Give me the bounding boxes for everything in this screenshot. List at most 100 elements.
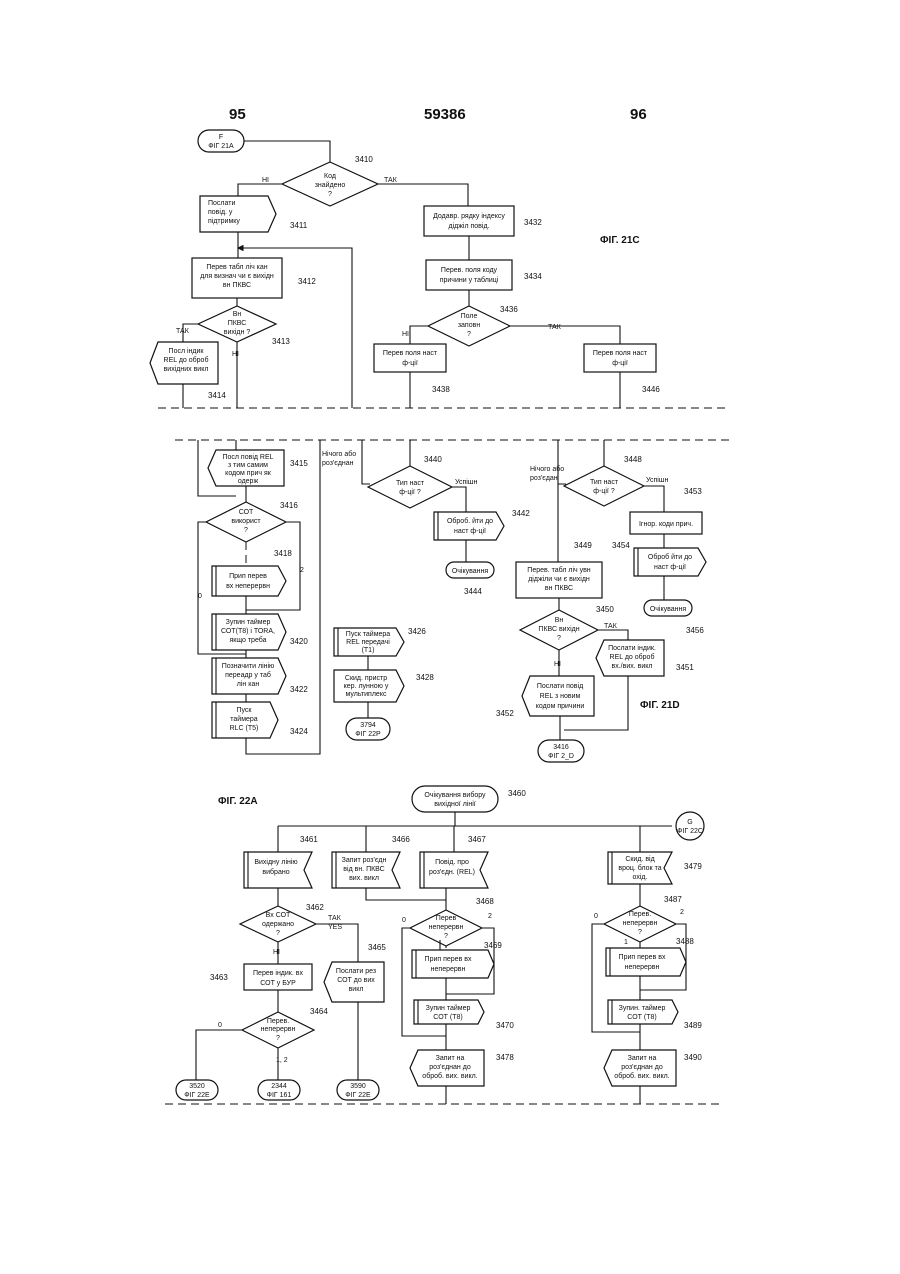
ref-number: 3489 xyxy=(684,1021,702,1030)
ref-number: 3478 xyxy=(496,1053,514,1062)
connector-label: 3590 xyxy=(350,1083,366,1090)
ref-number: 3462 xyxy=(306,903,324,912)
figure-label-21d: ФІГ. 21D xyxy=(640,700,680,711)
process-3454 xyxy=(634,548,706,576)
decision-text: Код xyxy=(324,173,336,180)
process-text: ф-ції xyxy=(612,359,628,367)
ref-number: 3488 xyxy=(676,937,694,946)
ref-number: 3466 xyxy=(392,835,410,844)
connector-label: G xyxy=(687,819,692,826)
process-text: Зупин. таймер xyxy=(619,1004,666,1012)
process-3442 xyxy=(434,512,504,540)
decision-text: ? xyxy=(276,1035,280,1042)
process-text: Оброб. йти до xyxy=(447,517,493,525)
process-text: REL передачі xyxy=(346,638,390,646)
process-text: неперервн xyxy=(431,966,466,973)
process-text: одерж xyxy=(238,478,259,485)
decision-text: неперервн xyxy=(623,920,658,927)
process-text: Повід. про xyxy=(435,858,469,866)
process-text: роз'єдн. (REL) xyxy=(429,869,475,876)
process-text: Вихідну лінію xyxy=(254,858,297,866)
ref-number: 3449 xyxy=(574,541,592,550)
ref-number: 3465 xyxy=(368,943,386,952)
ref-number: 3444 xyxy=(464,587,482,596)
process-text: переадр у таб xyxy=(225,671,271,679)
ref-number: 3438 xyxy=(432,385,450,394)
decision-text: Перев. xyxy=(629,911,651,918)
branch-label: НІ xyxy=(232,351,239,358)
process-text: СОТ(Т8) і ТОRA, xyxy=(221,627,275,635)
branch-label: НІ xyxy=(273,949,280,956)
process-text: вх неперервн xyxy=(226,583,270,590)
ref-number: 3416 xyxy=(280,501,298,510)
branch-label: НІ xyxy=(402,331,409,338)
connector-label: ФІГ 22Е xyxy=(184,1092,210,1099)
branch-label: НІ xyxy=(262,177,269,184)
terminal-text: Очікування xyxy=(452,567,489,575)
decision-text: ? xyxy=(467,331,471,338)
ref-number: 3413 xyxy=(272,337,290,346)
process-text: Посл індик xyxy=(169,347,205,355)
process-text: роз'єднан до xyxy=(621,1064,663,1071)
decision-text: ? xyxy=(638,929,642,936)
decision-text: ф-ції ? xyxy=(593,487,615,495)
process-text: наст ф-ції xyxy=(654,563,686,571)
process-text: СОТ (Т8) xyxy=(433,1014,462,1021)
process-text: Перев. табл ліч увн xyxy=(527,566,591,574)
terminal-text: Очікування вибору xyxy=(424,791,486,799)
process-text: Прип перев xyxy=(229,573,267,580)
connector-label: ФІГ 2_D xyxy=(548,753,574,760)
process-text: Послати індик. xyxy=(608,644,656,652)
connector-label: 3520 xyxy=(189,1083,205,1090)
process-3438 xyxy=(374,344,446,372)
process-text: Послати рез xyxy=(336,968,376,975)
ref-number: 3411 xyxy=(290,221,308,230)
process-text: Скид. від xyxy=(625,855,654,863)
connector-label: ФІГ 22Р xyxy=(355,731,381,738)
decision-text: ф-ції ? xyxy=(399,488,421,496)
connector-label: ФІГ 161 xyxy=(267,1092,292,1099)
branch-label: 0 xyxy=(218,1022,222,1029)
branch-label: Нічого або xyxy=(530,465,564,473)
process-text: якщо треба xyxy=(229,636,266,644)
ref-number: 3436 xyxy=(500,305,518,314)
process-3446 xyxy=(584,344,656,372)
ref-number: 3410 xyxy=(355,155,373,164)
process-text: (T1) xyxy=(362,647,375,654)
process-text: Перев індик. вх xyxy=(253,969,303,977)
process-text: Посл повід REL xyxy=(222,453,273,461)
process-text: Оброб йти до xyxy=(648,553,692,561)
ref-number: 3490 xyxy=(684,1053,702,1062)
branch-label: ТАК xyxy=(604,623,618,630)
branch-label: Успішн xyxy=(455,478,477,486)
fig-21c: F ФІГ 21А Код знайдено ? 3410 НІ ТАК Пос… xyxy=(150,130,730,408)
connector-label: 3794 xyxy=(360,722,376,729)
ref-number: 3442 xyxy=(512,509,530,518)
process-text: таймера xyxy=(230,715,258,723)
process-3488 xyxy=(606,948,686,976)
branch-label: 0 xyxy=(198,593,202,600)
fig-22a: ФІГ. 22А Очікування вибору вихідної ліні… xyxy=(165,786,722,1104)
ref-number: 3463 xyxy=(210,973,228,982)
ref-number: 3412 xyxy=(298,277,316,286)
process-text: вн ПКВС xyxy=(223,282,251,289)
decision-text: одержано xyxy=(262,921,294,928)
terminal-text: Очікування xyxy=(650,605,687,613)
decision-text: СОТ xyxy=(239,509,254,516)
ref-number: 3453 xyxy=(684,487,702,496)
decision-text: ПКВС вихідн xyxy=(538,625,579,633)
decision-text: Тип наст xyxy=(590,479,619,486)
process-text: Прип перев вх xyxy=(619,954,666,961)
process-text: Запит на xyxy=(628,1055,657,1062)
branch-label: роз'єднан xyxy=(322,460,354,467)
ref-number: 3418 xyxy=(274,549,292,558)
process-text: повід. у xyxy=(208,208,233,216)
process-text: REL з новим xyxy=(540,693,581,700)
ref-number: 3420 xyxy=(290,637,308,646)
process-text: Послати повід xyxy=(537,682,583,690)
process-text: кодом прич як xyxy=(225,470,272,477)
process-3434 xyxy=(426,260,512,290)
decision-text: ? xyxy=(328,191,332,198)
decision-text: неперервн xyxy=(261,1026,296,1033)
process-text: кодом причини xyxy=(536,703,585,710)
